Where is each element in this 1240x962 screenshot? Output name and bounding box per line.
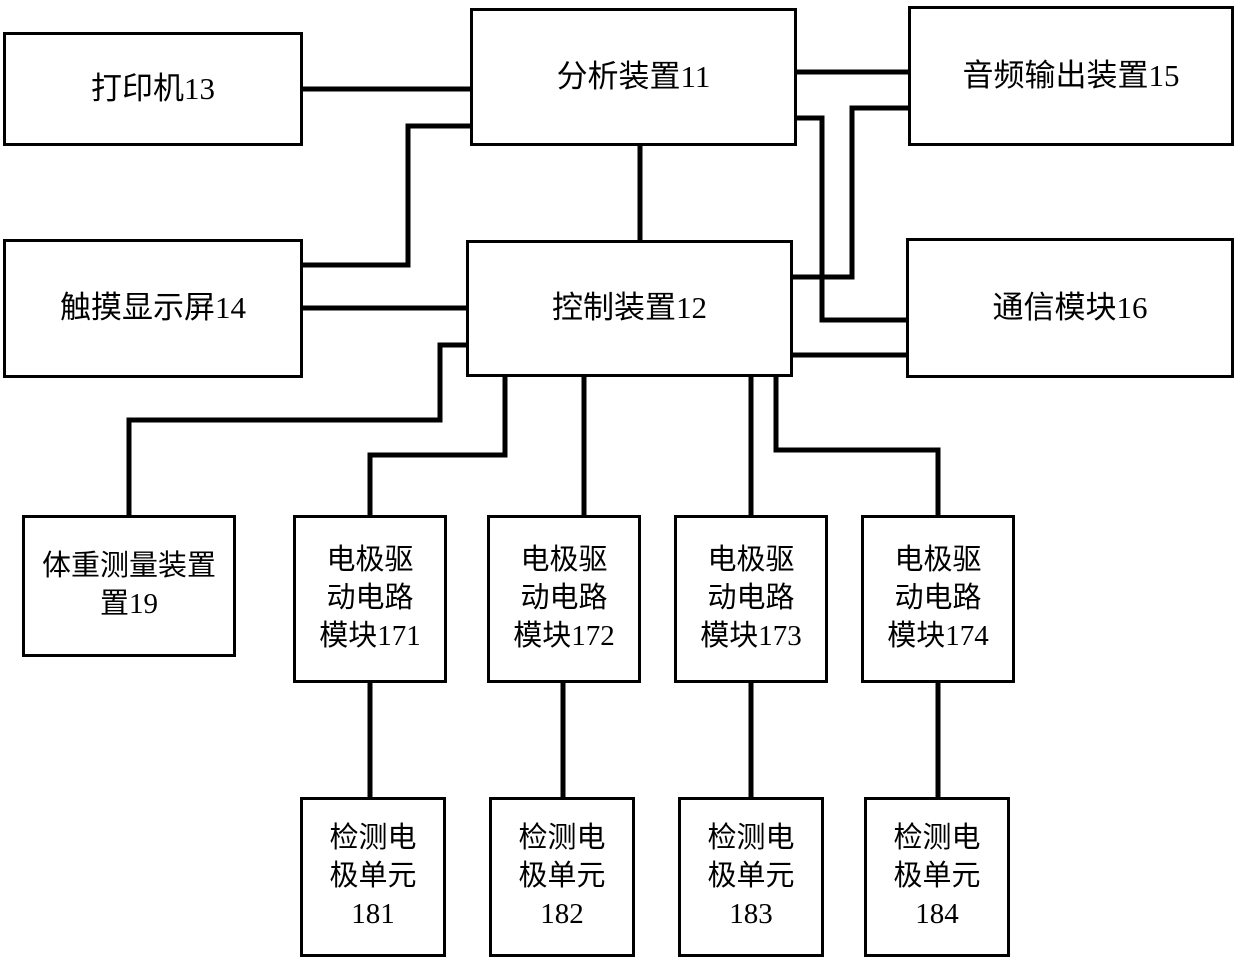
node-electrode-drive-171-label: 电极驱 动电路 模块171 bbox=[319, 544, 421, 652]
node-analyzer-label: 分析装置11 bbox=[556, 58, 711, 94]
node-detection-electrode-181-label: 检测电 极单元 181 bbox=[329, 822, 417, 930]
wire-controller-to-drive174 bbox=[773, 377, 941, 515]
node-electrode-drive-174-label: 电极驱 动电路 模块174 bbox=[887, 544, 989, 652]
node-detection-electrode-182-label: 检测电 极单元 182 bbox=[518, 822, 606, 930]
node-electrode-drive-171[interactable]: 电极驱 动电路 模块171 bbox=[293, 515, 447, 683]
node-detection-electrode-183-label: 检测电 极单元 183 bbox=[707, 822, 795, 930]
node-audio-output-label: 音频输出装置15 bbox=[962, 57, 1180, 93]
node-printer-label: 打印机13 bbox=[91, 70, 215, 106]
node-communication-module[interactable]: 通信模块16 bbox=[906, 238, 1234, 378]
node-analyzer[interactable]: 分析装置11 bbox=[470, 8, 797, 146]
node-controller[interactable]: 控制装置12 bbox=[466, 240, 793, 377]
node-detection-electrode-181[interactable]: 检测电 极单元 181 bbox=[300, 797, 446, 957]
node-weight-measurement[interactable]: 体重测量装置 置19 bbox=[22, 515, 236, 657]
node-communication-module-label: 通信模块16 bbox=[992, 289, 1148, 325]
node-electrode-drive-173-label: 电极驱 动电路 模块173 bbox=[700, 544, 802, 652]
wire-analyzer-to-touchscreen bbox=[303, 123, 470, 268]
node-detection-electrode-182[interactable]: 检测电 极单元 182 bbox=[489, 797, 635, 957]
node-controller-label: 控制装置12 bbox=[552, 290, 707, 326]
node-detection-electrode-184-label: 检测电 极单元 184 bbox=[893, 822, 981, 930]
node-electrode-drive-172[interactable]: 电极驱 动电路 模块172 bbox=[487, 515, 641, 683]
node-weight-measurement-label: 体重测量装置 置19 bbox=[41, 550, 216, 620]
node-detection-electrode-184[interactable]: 检测电 极单元 184 bbox=[864, 797, 1010, 957]
node-touchscreen-label: 触摸显示屏14 bbox=[60, 290, 246, 326]
wire-controller-to-drive171 bbox=[367, 377, 508, 515]
node-electrode-drive-173[interactable]: 电极驱 动电路 模块173 bbox=[674, 515, 828, 683]
node-audio-output[interactable]: 音频输出装置15 bbox=[908, 6, 1234, 146]
node-electrode-drive-174[interactable]: 电极驱 动电路 模块174 bbox=[861, 515, 1015, 683]
node-touchscreen[interactable]: 触摸显示屏14 bbox=[3, 239, 303, 378]
wire-controller-to-audio bbox=[793, 105, 908, 280]
node-detection-electrode-183[interactable]: 检测电 极单元 183 bbox=[678, 797, 824, 957]
wire-analyzer-to-comm bbox=[797, 115, 906, 323]
node-printer[interactable]: 打印机13 bbox=[3, 32, 303, 146]
node-electrode-drive-172-label: 电极驱 动电路 模块172 bbox=[513, 544, 615, 652]
